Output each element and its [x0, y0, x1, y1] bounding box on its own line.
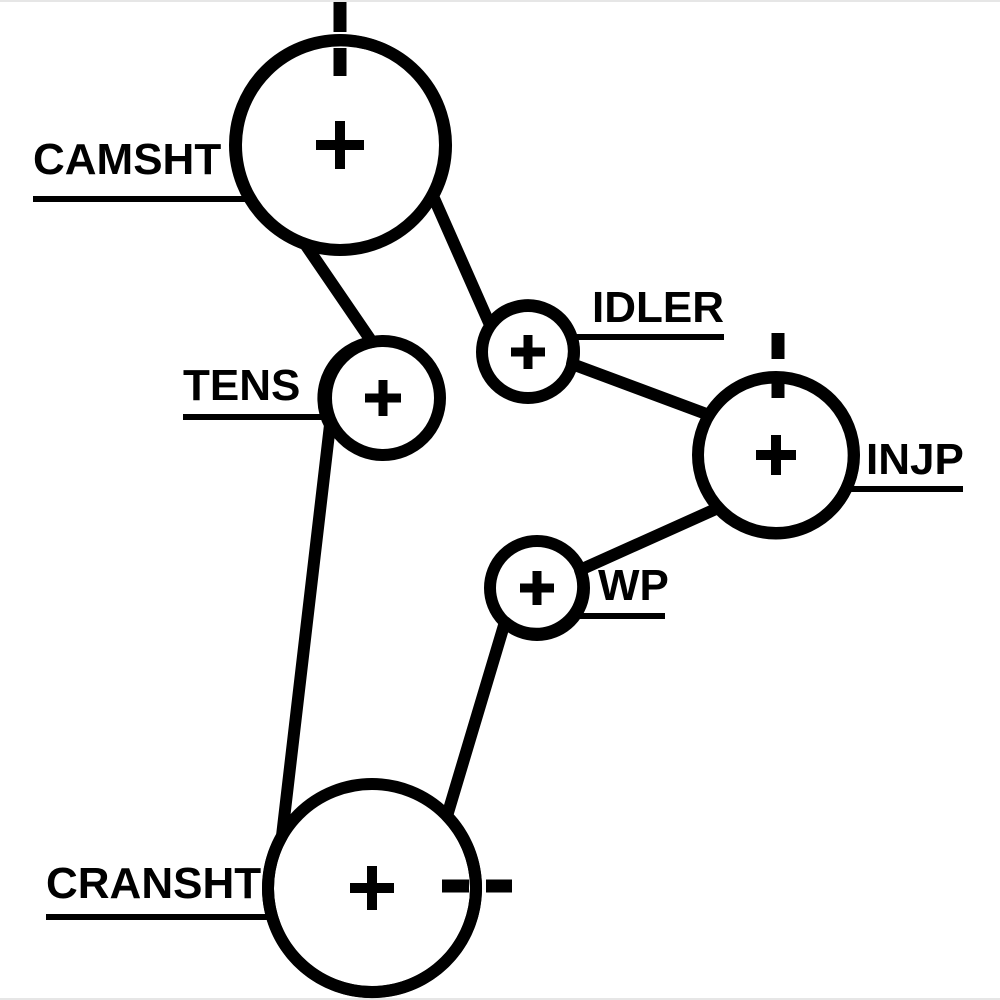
water-pump-label: WP [598, 561, 669, 610]
tensioner-label: TENS [183, 361, 301, 410]
injection-pump-center-cross [756, 435, 796, 475]
leader-lines [33, 196, 963, 920]
crankshaft-center-cross [350, 866, 394, 910]
timing-marks [333, 2, 785, 893]
bottom-edge-line [0, 998, 1000, 1000]
crankshaft-label: CRANSHT [46, 859, 262, 908]
top-edge-line [0, 0, 1000, 2]
injection-pump-label: INJP [866, 435, 964, 484]
tensioner-center-cross [365, 380, 401, 416]
camshaft-label: CAMSHT [33, 135, 222, 184]
pulleys [229, 34, 860, 998]
idler-center-cross [511, 335, 545, 369]
camshaft-center-cross [316, 121, 364, 169]
timing-belt [230, 34, 860, 999]
idler-label: IDLER [592, 283, 724, 332]
center-marks [316, 121, 796, 910]
water-pump-center-cross [520, 571, 554, 605]
